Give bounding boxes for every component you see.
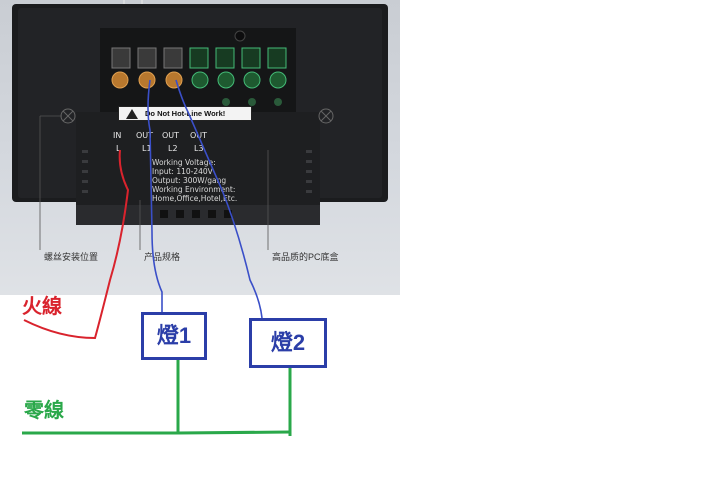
- terminal-out2-label: OUT: [162, 131, 180, 140]
- terminal-l2-label: L2: [168, 144, 178, 153]
- terminal-row-upper: [111, 47, 287, 69]
- lamp-2-label: 燈2: [270, 330, 306, 355]
- spec-line: Input: 110-240V: [152, 167, 213, 176]
- lamp-2-box: 燈2: [249, 318, 327, 368]
- switch-photo: [0, 0, 400, 295]
- terminal-row-lower: [111, 71, 287, 89]
- terminal-in-label: IN: [113, 131, 122, 140]
- switched-wire-lamp2: [175, 79, 263, 319]
- spec-block: Working Voltage: Input: 110-240V Output:…: [152, 158, 237, 203]
- caption-product-spec: 产品规格: [144, 252, 181, 262]
- caption-screw-position: 螺丝安装位置: [44, 252, 99, 262]
- neutral-wire: [22, 430, 291, 435]
- terminal-l1-label: L1: [142, 144, 152, 153]
- neutral-wire-label: 零線: [24, 400, 64, 422]
- terminal-out1-label: OUT: [136, 131, 154, 140]
- live-wire-label: 火線: [22, 296, 62, 318]
- warning-triangle-icon: [126, 109, 138, 119]
- lamp-1-label: 燈1: [156, 323, 192, 348]
- terminal-l-label: L: [116, 144, 121, 153]
- switch-back-panel: [12, 0, 388, 250]
- live-wire: [23, 149, 130, 340]
- warning-text: Do Not Hot-Line Work!: [145, 109, 226, 118]
- lamp-1-box: 燈1: [141, 312, 207, 360]
- spec-line: Output: 300W/gang: [152, 176, 227, 185]
- spec-line: Working Voltage:: [152, 158, 216, 167]
- spec-line: Working Environment:: [152, 185, 236, 194]
- terminal-l3-label: L3: [194, 144, 204, 153]
- spec-line: Home,Office,Hotel,Etc.: [152, 194, 238, 203]
- switched-wire-lamp1: [147, 79, 163, 312]
- caption-pc-box: 高品质的PC底盒: [272, 252, 339, 262]
